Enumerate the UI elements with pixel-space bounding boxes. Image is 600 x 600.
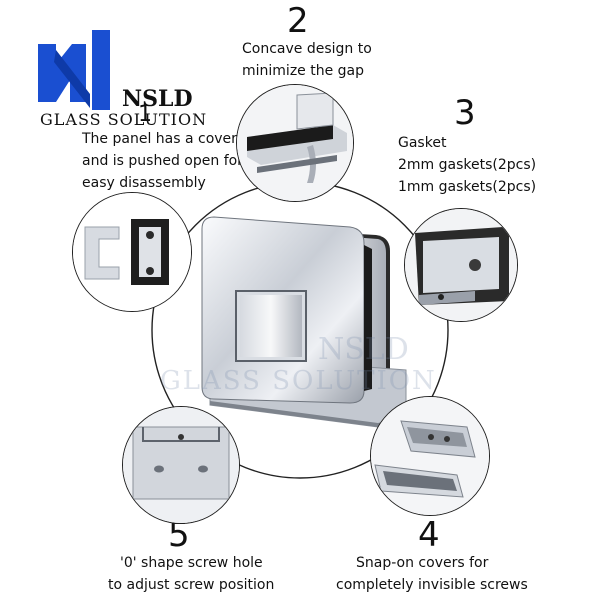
nsld-logo-mark <box>38 30 110 110</box>
detail-lens-gasket <box>404 208 518 322</box>
feature-4-line-2: completely invisible screws <box>336 577 528 593</box>
watermark-brand: NSLD <box>318 332 409 367</box>
detail-lens-concave <box>236 84 354 202</box>
feature-4-caption: Snap-on covers for completely invisible … <box>336 552 528 596</box>
feature-1-line-3: easy disassembly <box>82 175 206 191</box>
feature-1-line-2: and is pushed open for <box>82 153 243 169</box>
hinge-product-image <box>201 216 407 428</box>
watermark-tagline: GLASS SOLUTION <box>160 366 437 396</box>
detail-lens-cover <box>72 192 192 312</box>
detail-lens-screw-hole <box>122 406 240 524</box>
detail-lens-snap-cover <box>370 396 490 516</box>
feature-5-line-1: '0' shape screw hole <box>120 555 263 571</box>
feature-3-number: 3 <box>454 93 476 133</box>
logo-brand: NSLD <box>122 86 193 112</box>
feature-2-line-2: minimize the gap <box>242 63 365 79</box>
feature-3-line-2: 2mm gaskets(2pcs) <box>398 157 537 173</box>
logo-tagline: GLASS SOLUTION <box>40 110 208 129</box>
feature-5-line-2: to adjust screw position <box>108 577 275 593</box>
feature-5-number: 5 <box>168 515 190 555</box>
feature-2-caption: Concave design to minimize the gap <box>242 38 372 82</box>
feature-4-line-1: Snap-on covers for <box>356 555 489 571</box>
feature-3-line-3: 1mm gaskets(2pcs) <box>398 179 537 195</box>
feature-1-number: 1 <box>138 102 152 127</box>
feature-2-line-1: Concave design to <box>242 41 372 57</box>
feature-3-line-1: Gasket <box>398 135 447 151</box>
feature-1-caption: The panel has a cover and is pushed open… <box>82 128 243 194</box>
feature-4-number: 4 <box>418 515 440 555</box>
feature-3-caption: Gasket 2mm gaskets(2pcs) 1mm gaskets(2pc… <box>398 132 536 198</box>
feature-1-line-1: The panel has a cover <box>82 131 237 147</box>
feature-5-caption: '0' shape screw hole to adjust screw pos… <box>108 552 274 596</box>
feature-2-number: 2 <box>287 1 309 41</box>
